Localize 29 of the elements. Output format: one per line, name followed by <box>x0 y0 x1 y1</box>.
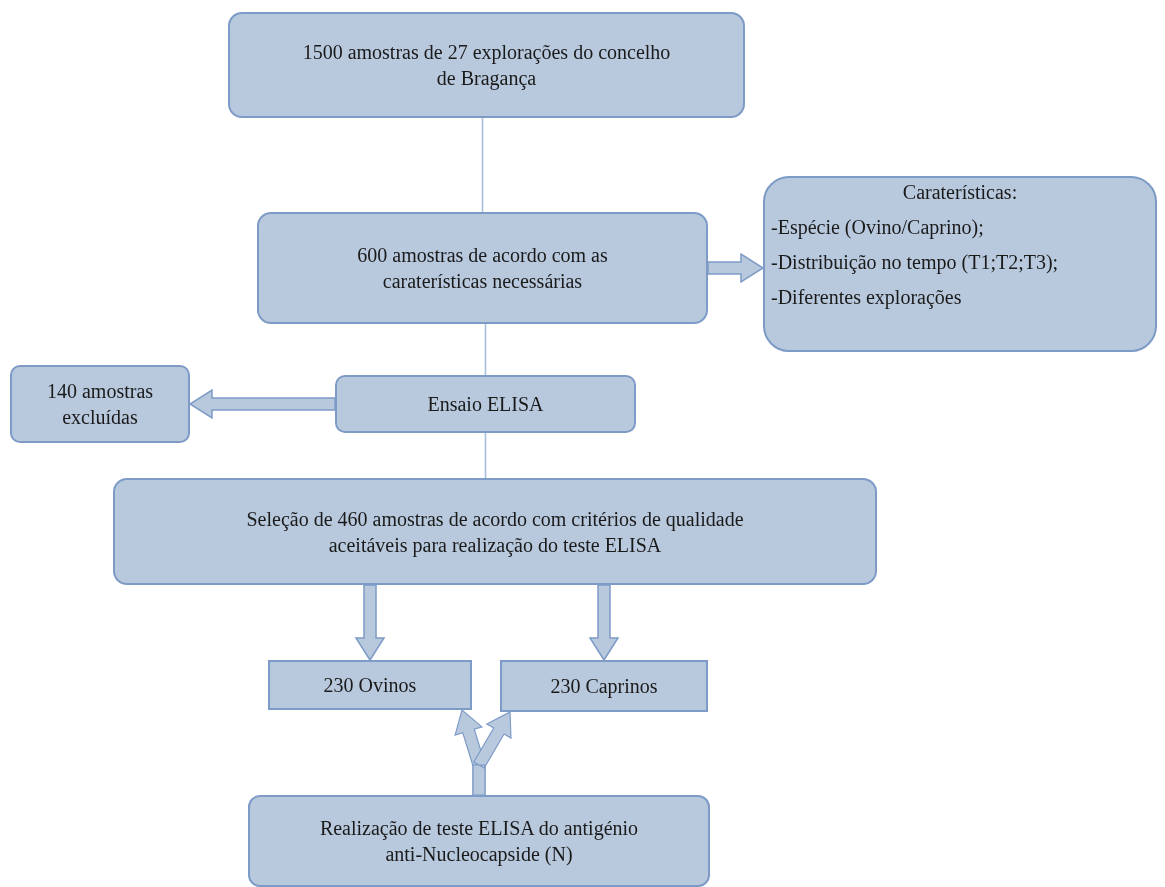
list-item: -Diferentes explorações <box>771 285 963 310</box>
box-text: Seleção de 460 amostras de acordo com critérios de qualidade aceitáveis para realização do teste ELISA <box>245 506 745 558</box>
excluded-box <box>10 365 190 443</box>
box-text: 230 Ovinos <box>323 673 417 698</box>
group-box <box>500 660 708 712</box>
connector-line <box>484 323 487 376</box>
arrow <box>588 584 620 662</box>
list-item: -Distribuição no tempo (T1;T2;T3); <box>771 250 1060 275</box>
process-box <box>335 375 636 433</box>
arrow <box>472 711 512 796</box>
box-text: Ensaio ELISA <box>427 392 544 417</box>
connector-line <box>484 432 487 479</box>
connector-line <box>481 117 484 213</box>
box-text: 230 Caprinos <box>550 674 658 699</box>
arrow <box>707 252 765 284</box>
process-box <box>248 795 710 887</box>
box-text: 600 amostras de acordo com as caraterísticas necessárias <box>356 243 609 294</box>
box-text: 140 amostras excluídas <box>45 379 155 430</box>
arrow <box>354 584 386 662</box>
characteristics-box <box>763 176 1157 352</box>
list-item: -Espécie (Ovino/Caprino); <box>771 215 985 240</box>
process-box <box>257 212 708 324</box>
box-text: Realização de teste ELISA do antigénio anti-Nucleocapside (N) <box>318 816 640 867</box>
box-text: 1500 amostras de 27 explorações do concelho de Bragança <box>301 40 672 91</box>
arrow <box>188 388 336 420</box>
process-box <box>113 478 877 585</box>
list-heading: Caraterísticas: <box>901 180 1019 205</box>
group-box <box>268 660 472 710</box>
process-box <box>228 12 745 118</box>
